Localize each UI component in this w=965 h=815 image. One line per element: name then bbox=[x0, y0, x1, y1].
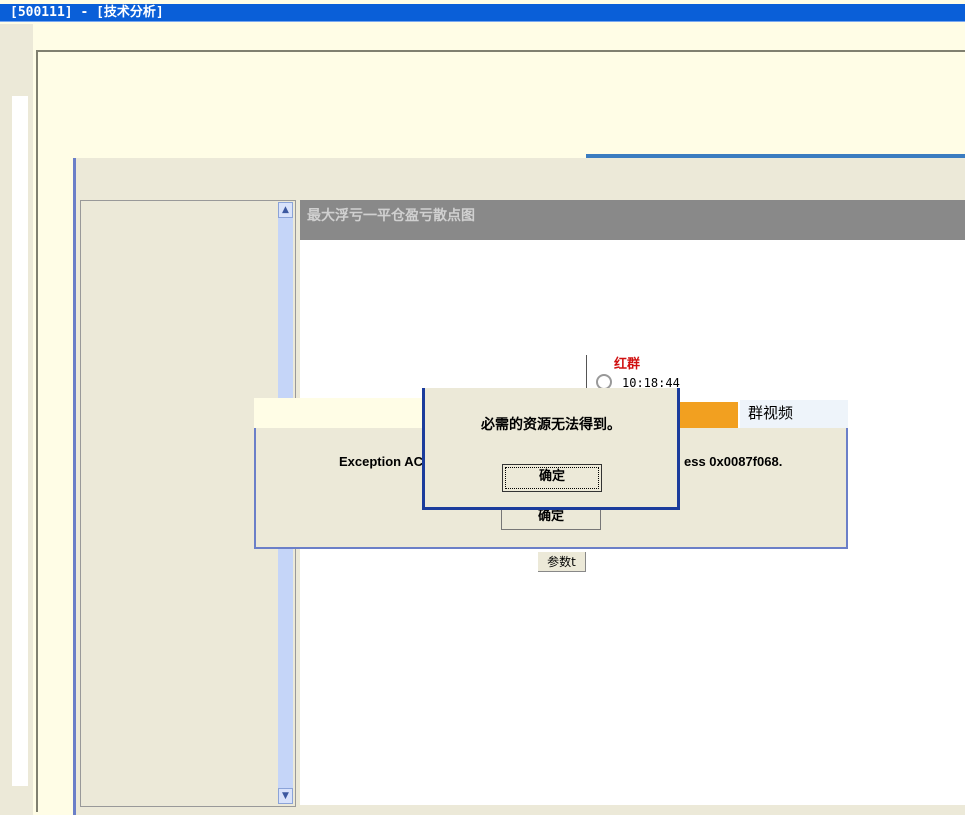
yellow-strip bbox=[254, 398, 424, 428]
window-title-bar: [500111] - [技术分析] bbox=[0, 4, 965, 22]
music-icon bbox=[680, 402, 738, 428]
scroll-down-icon[interactable]: ▼ bbox=[278, 788, 293, 804]
popup-time: 10:18:44 bbox=[622, 376, 680, 390]
exception-message-left: Exception AC bbox=[339, 454, 424, 469]
chart-title: 最大浮亏一平仓盈亏散点图 bbox=[300, 200, 965, 240]
blue-accent-bar bbox=[586, 154, 965, 158]
parameter-button[interactable]: 参数t bbox=[538, 552, 586, 572]
popup-label: 红群 bbox=[614, 357, 641, 372]
left-white-panel bbox=[12, 96, 28, 786]
exception-message-right: ess 0x0087f068. bbox=[684, 454, 783, 469]
resource-ok-button[interactable]: 确定 bbox=[502, 464, 602, 492]
scroll-up-icon[interactable]: ▲ bbox=[278, 202, 293, 218]
resource-message: 必需的资源无法得到。 bbox=[481, 417, 621, 433]
video-label: 群视频 bbox=[748, 404, 794, 422]
resource-error-dialog: 必需的资源无法得到。 确定 bbox=[422, 388, 680, 510]
